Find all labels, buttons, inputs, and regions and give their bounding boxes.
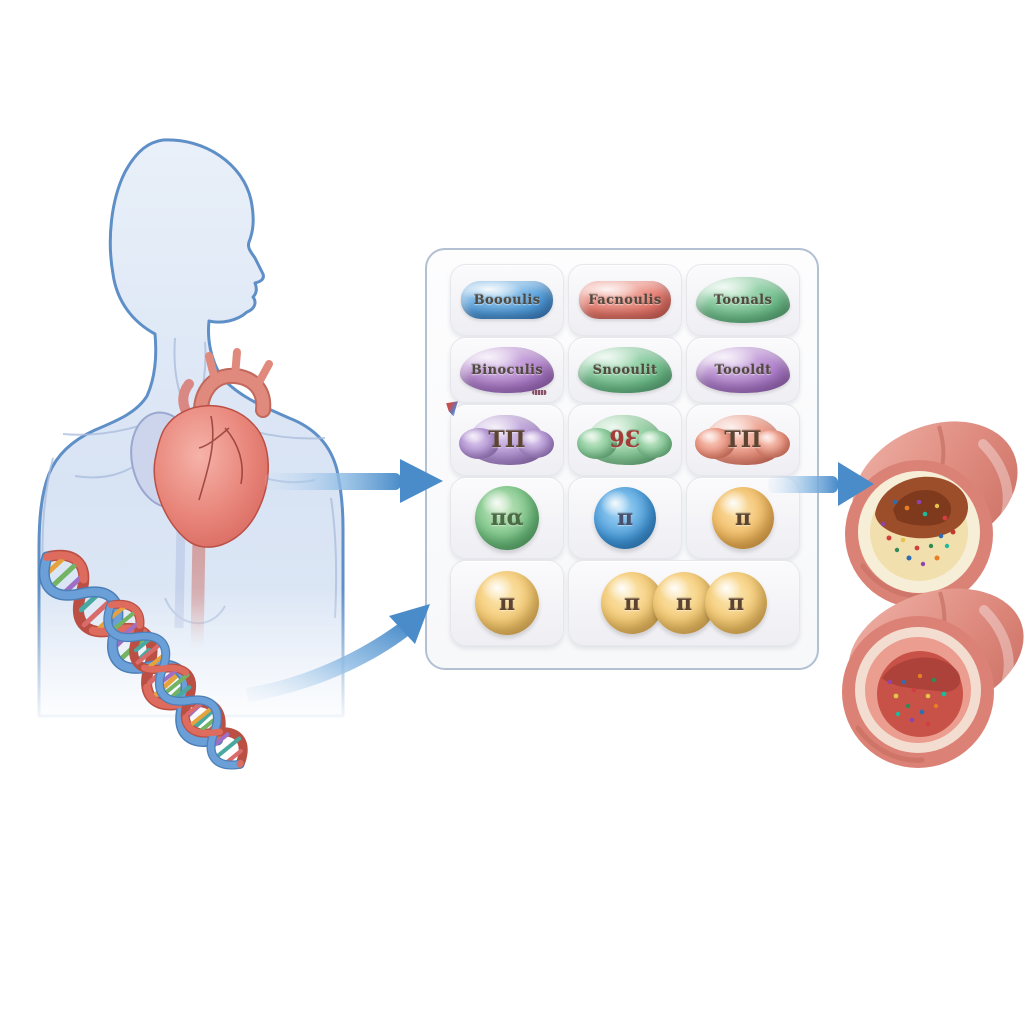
compound-grid-panel: Boooulis Facnoulis Toonals Binoculis Sno… — [425, 248, 819, 670]
cell-label: Facnoulis — [588, 292, 662, 308]
blob-purple-shape: Binoculis — [460, 347, 554, 393]
grid-cell-r1c1: Boooulis — [450, 264, 564, 336]
grid-cell-r1c2: Facnoulis — [568, 264, 682, 336]
dna-helix-2 — [99, 595, 253, 774]
heart-body — [153, 404, 269, 548]
cell-label: Snooulit — [592, 362, 658, 378]
sphere-yellow-shape: π — [601, 572, 663, 634]
sphere-yellow-shape: π — [475, 571, 539, 635]
cell-symbol: π — [734, 505, 752, 531]
arrow-dna-to-panel — [246, 604, 430, 702]
grid-cell-r1c3: Toonals — [686, 264, 800, 336]
brushstroke-artifact — [446, 400, 462, 418]
sphere-orange-shape: π — [712, 487, 774, 549]
capsule-blue-shape: Boooulis — [461, 281, 553, 319]
cloud-purple-shape: ΤΠ — [458, 415, 554, 465]
cell-symbol: ΤΠ — [724, 427, 762, 453]
grid-cell-r4c1: πα — [450, 477, 564, 559]
grid-cell-r3c3: ΤΠ — [686, 404, 800, 476]
sphere-blue-shape: π — [594, 487, 656, 549]
blob-green-shape: Toonals — [696, 277, 790, 323]
sphere-yellow-shape: π — [705, 572, 767, 634]
coronary-vessels — [198, 415, 243, 501]
grid-cell-r2c3: Toooldt — [686, 337, 800, 403]
cell-symbol: π — [623, 590, 641, 616]
blob-purple-shape: Toooldt — [696, 347, 790, 393]
cell-label: Toonals — [713, 292, 773, 308]
grid-cell-r2c1: Binoculis — [450, 337, 564, 403]
cell-symbol: ΤΠ — [488, 427, 526, 453]
arrow-torso-to-panel — [265, 459, 443, 503]
arrow-up-right-icon — [389, 604, 430, 644]
cell-symbol: π — [675, 590, 693, 616]
cell-label: Toooldt — [714, 362, 772, 378]
human-torso-illustration — [15, 138, 355, 728]
particles — [887, 673, 947, 727]
cell-label: Binoculis — [470, 362, 544, 378]
grid-cell-r4c2: π — [568, 477, 682, 559]
capsule-red-shape: Facnoulis — [579, 281, 671, 319]
grid-cell-r2c2: Snooulit — [568, 337, 682, 403]
arrow-right-icon — [400, 459, 443, 503]
cloud-salmon-shape: ΤΠ — [694, 415, 790, 465]
cell-symbol: πα — [490, 505, 524, 531]
grid-cell-r5c1: π — [450, 560, 564, 646]
dna-strands-illustration — [25, 535, 265, 785]
grid-cell-r5-wide: π π π — [568, 560, 800, 646]
artery-occluded-illustration — [845, 421, 1018, 608]
cell-label: Boooulis — [473, 292, 541, 308]
particles — [880, 499, 956, 567]
squiggle-artifact — [532, 390, 547, 395]
cell-symbol: π — [616, 505, 634, 531]
arrow-right-icon — [838, 462, 874, 506]
cloud-green-shape: 9Ɛ — [576, 415, 672, 465]
sphere-green-shape: πα — [475, 486, 539, 550]
blob-green-shape: Snooulit — [578, 347, 672, 393]
cell-symbol: π — [498, 590, 516, 616]
cell-symbol: 9Ɛ — [609, 427, 641, 453]
artery-open-illustration — [842, 588, 1024, 768]
cell-symbol: π — [727, 590, 745, 616]
grid-cell-r3c1: ΤΠ — [450, 404, 564, 476]
sphere-yellow-shape: π — [653, 572, 715, 634]
arrow-panel-to-vessels — [768, 462, 874, 506]
grid-cell-r3c2: 9Ɛ — [568, 404, 682, 476]
